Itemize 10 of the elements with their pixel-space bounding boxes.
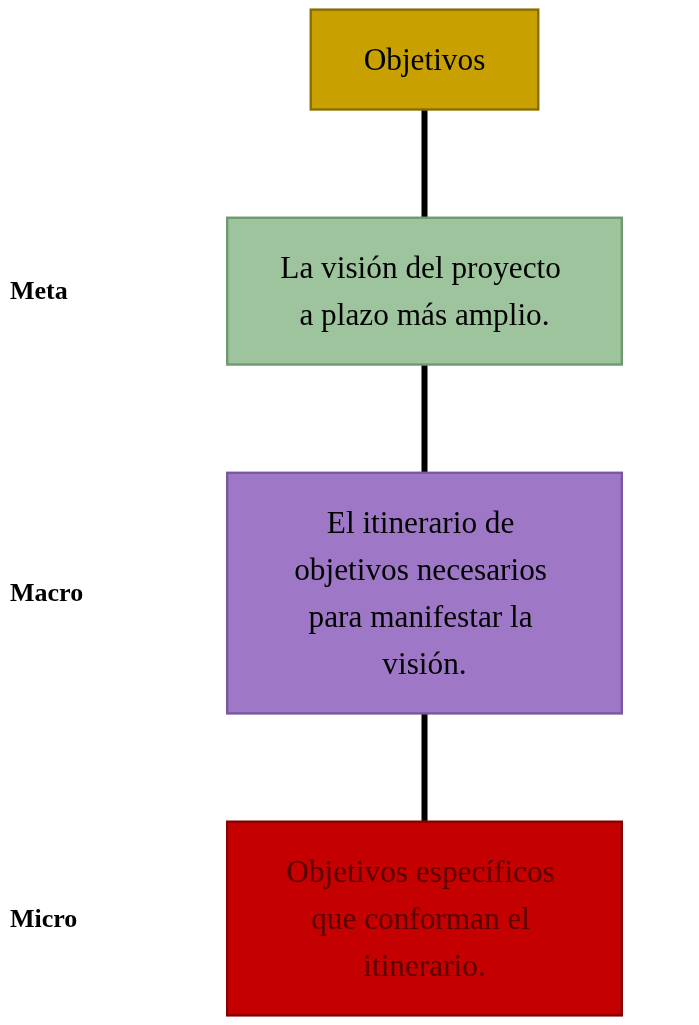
node-box: El itinerario de objetivos necesarios para manifestar la visión. (226, 471, 623, 715)
level-label: Meta (10, 276, 68, 307)
connector (421, 109, 428, 218)
node-box: La visión del proyecto a plazo más amplio. (226, 216, 623, 366)
node-box: Objetivos (309, 8, 540, 111)
node-box: Objetivos específicos que conforman el itinerario. (226, 820, 623, 1017)
connector (421, 364, 428, 473)
level-label: Macro (10, 578, 84, 609)
connector (421, 713, 428, 822)
level-label: Micro (10, 903, 78, 934)
